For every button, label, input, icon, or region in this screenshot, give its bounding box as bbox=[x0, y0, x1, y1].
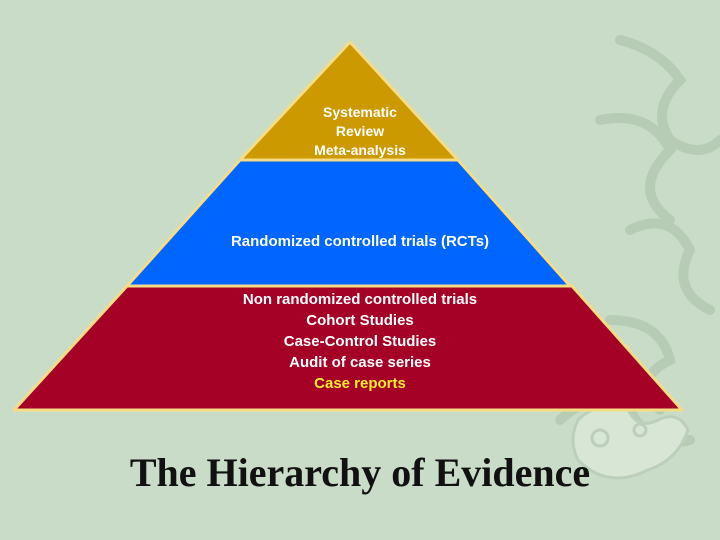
tier-middle-label: Randomized controlled trials (RCTs) bbox=[150, 231, 570, 252]
pyramid-tier-top bbox=[238, 40, 460, 162]
tier-bottom-line: Audit of case series bbox=[289, 354, 431, 371]
tier-middle-line: Randomized controlled trials (RCTs) bbox=[230, 233, 490, 250]
pyramid-tier-middle bbox=[125, 158, 572, 288]
tier-bottom-line: Cohort Studies bbox=[306, 312, 414, 329]
tier-top-line: Meta-analysis bbox=[314, 142, 406, 158]
tier-top-line: Review bbox=[335, 123, 385, 139]
tier-bottom-highlight-line: Case reports bbox=[314, 375, 406, 392]
tier-top-line: Systematic bbox=[323, 104, 397, 120]
tier-bottom-line: Non randomized controlled trials bbox=[242, 291, 478, 308]
tier-top-label: Systematic Review Meta-analysis bbox=[260, 103, 460, 160]
tier-bottom-line: Case-Control Studies bbox=[283, 333, 437, 350]
page-title: The Hierarchy of Evidence bbox=[129, 450, 591, 495]
tier-bottom-label: Non randomized controlled trials Cohort … bbox=[100, 289, 620, 394]
